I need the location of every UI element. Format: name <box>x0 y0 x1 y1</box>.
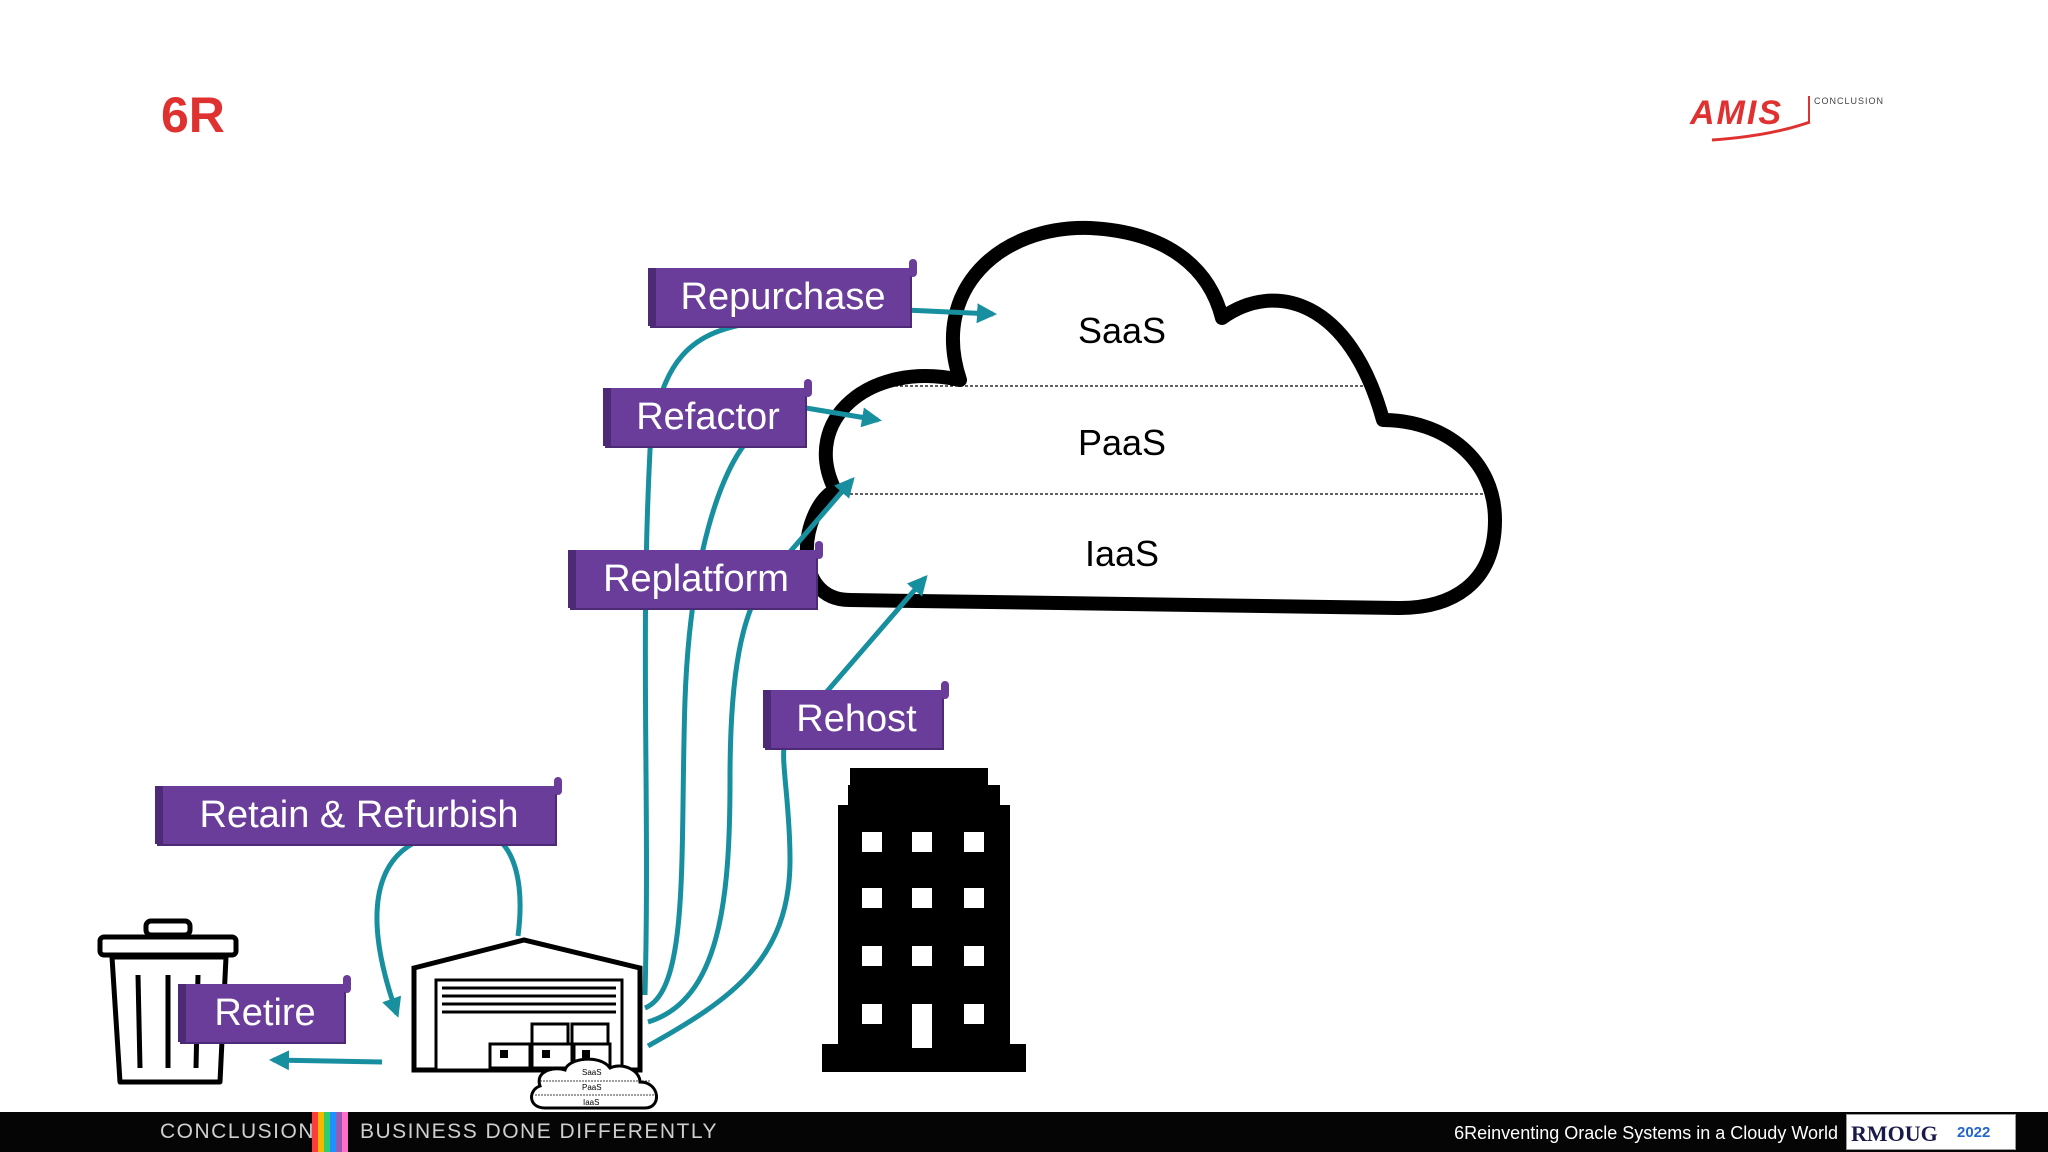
office-building-icon <box>822 768 1026 1072</box>
amis-logo: AMIS CONCLUSION <box>1690 92 1890 144</box>
logo-text: AMIS <box>1690 94 1783 132</box>
rmoug-badge-text: RMOUG <box>1851 1121 1938 1146</box>
mini-layer-iaas: IaaS <box>583 1098 600 1107</box>
mini-cloud-icon <box>530 1057 658 1110</box>
warehouse-icon <box>411 937 643 1073</box>
footer-tagline: BUSINESS DONE DIFFERENTLY <box>360 1120 718 1143</box>
arrow-retire <box>269 1050 383 1071</box>
rmoug-badge: RMOUG 2022 <box>1846 1114 2016 1150</box>
arrow-replatform <box>647 476 855 1025</box>
slide-title: 6R <box>161 87 225 143</box>
strategy-retain-refurbish: Retain & Refurbish <box>155 777 562 844</box>
footer-presentation-title: 6Reinventing Oracle Systems in a Cloudy … <box>1454 1123 1838 1143</box>
strategy-repurchase: Repurchase <box>648 259 917 326</box>
strategy-retire: Retire <box>178 975 351 1042</box>
strategy-refactor: Refactor <box>603 379 812 446</box>
arrow-refactor <box>643 408 878 1011</box>
mini-layer-paas: PaaS <box>582 1083 602 1092</box>
cloud-layer-paas: PaaS <box>1078 422 1167 463</box>
arrow-rehost <box>646 574 928 1049</box>
logo-tagline: CONCLUSION <box>1814 96 1885 106</box>
arrow-repurchase <box>642 310 993 996</box>
footer-bar: CONCLUSION BUSINESS DONE DIFFERENTLY 6Re… <box>0 1112 2048 1152</box>
footer-color-stripes <box>312 1112 348 1152</box>
arrows <box>269 310 993 1071</box>
strategy-rehost: Rehost <box>763 681 949 748</box>
strategy-replatform: Replatform <box>568 541 823 608</box>
logo-swoosh-icon <box>1711 120 1811 142</box>
rmoug-badge-year: 2022 <box>1957 1124 1991 1141</box>
mini-layer-saas: SaaS <box>582 1068 602 1077</box>
footer-section: CONCLUSION <box>160 1120 316 1143</box>
cloud-layer-saas: SaaS <box>1078 310 1167 351</box>
cloud-layer-iaas: IaaS <box>1085 533 1160 574</box>
logo-divider <box>1808 96 1810 122</box>
